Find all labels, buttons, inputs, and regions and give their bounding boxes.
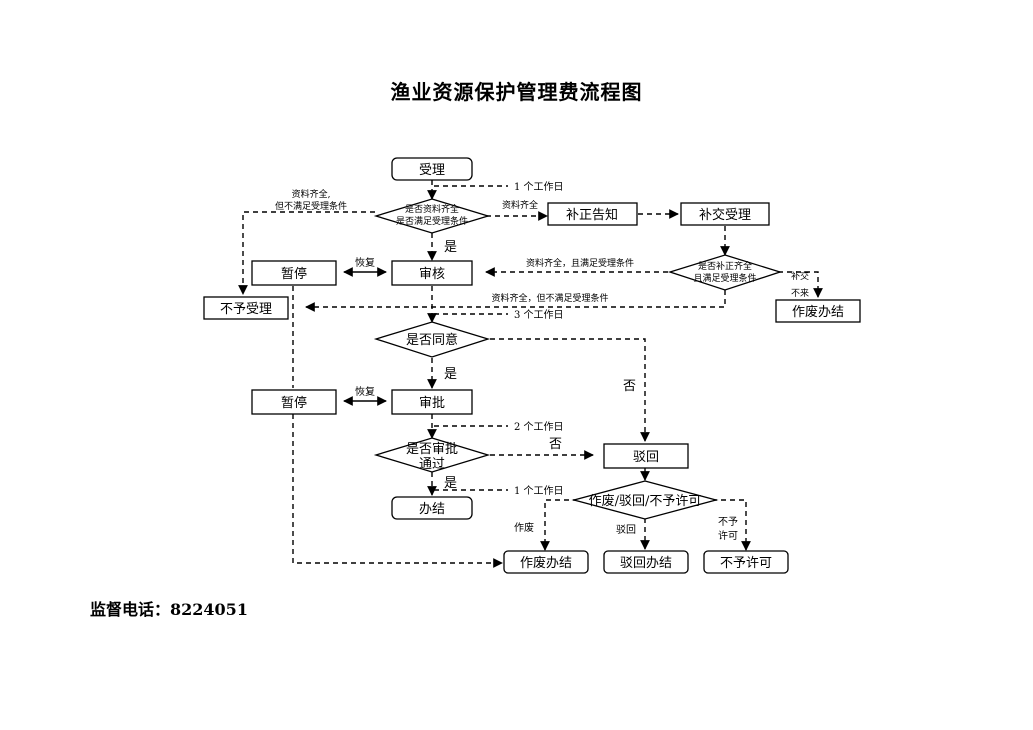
label-yes-3: 是: [444, 476, 457, 491]
node-check-supplement-label-2: 且满足受理条件: [693, 272, 756, 284]
node-reject-label: 驳回: [633, 450, 659, 465]
label-complete-and-satisfy: 资料齐全，且满足受理条件: [526, 257, 634, 269]
node-void-end: 作废办结: [503, 550, 589, 574]
node-approve-label: 审批: [419, 396, 445, 411]
node-check-complete: 是否资料齐全 是否满足受理条件: [373, 198, 491, 234]
page-title: 渔业资源保护管理费流程图: [390, 80, 643, 104]
node-pause-1: 暂停: [251, 260, 337, 286]
node-accept-label: 受理: [419, 163, 445, 178]
label-complete-not-satisfy: 资料齐全，但不满足受理条件: [491, 292, 608, 304]
node-finish: 办结: [391, 496, 473, 520]
node-void-end-right: 作废办结: [775, 299, 861, 323]
node-outcome-label: 作废/驳回/不予许可: [589, 493, 702, 509]
node-check-complete-label-1: 是否资料齐全: [405, 203, 459, 215]
label-one-workday-top: 1 个工作日: [514, 181, 564, 193]
node-deny-label: 不予许可: [720, 556, 772, 571]
node-not-accept: 不予受理: [203, 296, 289, 320]
label-yes-1: 是: [444, 240, 457, 255]
node-supplement-accept-label: 补交受理: [699, 207, 751, 223]
hotline-label: 监督电话：: [90, 600, 171, 619]
node-pause-2-label: 暂停: [281, 395, 307, 411]
label-not-supplied-1: 补交: [791, 270, 809, 282]
node-check-supplement-label-1: 是否补正齐全: [698, 260, 752, 272]
node-not-accept-label: 不予受理: [220, 302, 272, 317]
hotline-number: 8224051: [170, 600, 248, 619]
node-approve-pass: 是否审批 通过: [373, 437, 491, 473]
label-branch-deny-2: 许可: [718, 530, 738, 542]
label-branch-void: 作废: [514, 521, 534, 534]
node-review: 审核: [391, 260, 473, 286]
node-supplement-accept: 补交受理: [680, 202, 770, 226]
label-branch-deny-1: 不予: [718, 516, 738, 528]
node-agree-label: 是否同意: [406, 332, 458, 348]
label-incomplete-2: 但不满足受理条件: [275, 200, 347, 212]
node-pause-1-label: 暂停: [281, 266, 307, 282]
node-supplement-notice-label: 补正告知: [566, 207, 618, 223]
node-reject-end-label: 驳回办结: [620, 556, 672, 571]
label-resume-1: 恢复: [355, 256, 375, 269]
node-check-complete-label-2: 是否满足受理条件: [396, 215, 468, 227]
node-accept: 受理: [391, 157, 473, 181]
node-outcome: 作废/驳回/不予许可: [571, 480, 719, 520]
node-reject-end: 驳回办结: [603, 550, 689, 574]
node-reject: 驳回: [603, 443, 689, 469]
edge-labels: 1 个工作日 资料齐全, 但不满足受理条件 资料齐全 是 恢复 资料齐全，且满足…: [275, 181, 809, 542]
node-approve-pass-label-1: 是否审批: [406, 442, 458, 457]
node-deny: 不予许可: [703, 550, 789, 574]
label-one-workday-bottom: 1 个工作日: [514, 485, 564, 497]
node-pause-2: 暂停: [251, 389, 337, 415]
label-incomplete-1: 资料齐全,: [292, 188, 331, 200]
node-void-end-label: 作废办结: [520, 555, 572, 571]
node-finish-label: 办结: [419, 502, 445, 517]
label-not-supplied-2: 不来: [791, 288, 809, 299]
label-no-2: 否: [549, 437, 562, 452]
supervision-hotline: 监督电话：8224051: [90, 596, 248, 620]
label-two-workdays: 2 个工作日: [514, 421, 564, 433]
label-branch-reject: 驳回: [616, 524, 636, 536]
label-three-workdays: 3 个工作日: [514, 309, 564, 321]
node-void-end-right-label: 作废办结: [792, 304, 844, 320]
node-approve: 审批: [391, 389, 473, 415]
node-check-supplement: 是否补正齐全 且满足受理条件: [667, 254, 783, 291]
label-no-1: 否: [623, 379, 636, 394]
label-resume-2: 恢复: [355, 385, 375, 398]
node-approve-pass-label-2: 通过: [419, 457, 445, 472]
connectors: [238, 180, 823, 568]
node-agree: 是否同意: [373, 321, 491, 358]
label-yes-2: 是: [444, 367, 457, 382]
node-review-label: 审核: [419, 267, 445, 282]
label-complete: 资料齐全: [502, 199, 538, 211]
node-supplement-notice: 补正告知: [547, 202, 638, 226]
